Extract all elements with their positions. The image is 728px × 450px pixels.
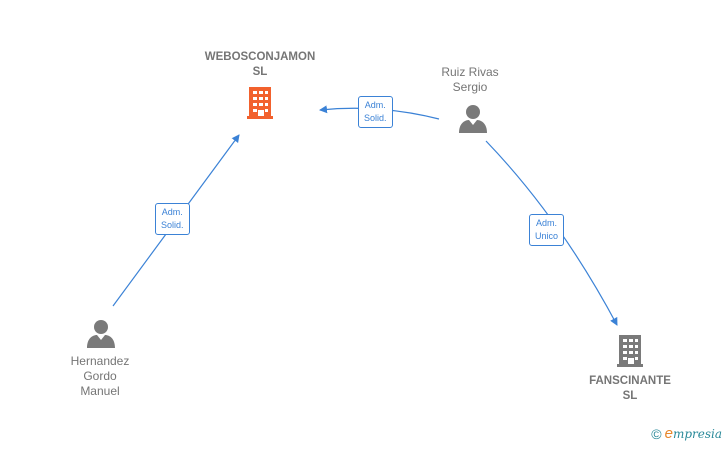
edge-role-hernandez-webosconjamon[interactable]: Adm. Solid. xyxy=(155,203,190,235)
person-icon xyxy=(87,320,115,348)
building-icon xyxy=(247,87,273,119)
person-icon xyxy=(459,105,487,133)
person-name-line: Sergio xyxy=(452,80,488,94)
person-name-line: Ruiz Rivas xyxy=(441,65,499,79)
role-line: Adm. xyxy=(364,100,386,110)
footer-brand: © empresia xyxy=(651,425,722,442)
role-line: Adm. xyxy=(536,218,558,228)
company-label-webosconjamon[interactable]: WEBOSCONJAMON SL xyxy=(198,50,322,80)
copyright-symbol: © xyxy=(651,425,662,442)
person-label-hernandez[interactable]: Hernandez Gordo Manuel xyxy=(50,354,150,399)
role-line: Unico xyxy=(535,231,559,241)
company-name-line: FANSCINANTE xyxy=(589,375,671,387)
role-line: Adm. xyxy=(161,207,183,217)
company-name-line: SL xyxy=(622,390,638,402)
edge-role-ruiz-fanscinante[interactable]: Adm. Unico xyxy=(529,214,565,246)
brand-initial: e xyxy=(664,425,673,442)
person-label-ruiz[interactable]: Ruiz Rivas Sergio xyxy=(420,65,520,95)
role-line: Solid. xyxy=(161,220,184,230)
role-line: Solid. xyxy=(364,113,387,123)
building-icon xyxy=(617,335,643,367)
empresia-logo[interactable]: empresia xyxy=(665,425,722,442)
company-name-line: SL xyxy=(252,66,268,78)
person-name-line: Hernandez xyxy=(70,354,130,368)
company-name-line: WEBOSCONJAMON xyxy=(204,51,316,63)
edge-role-ruiz-webosconjamon[interactable]: Adm. Solid. xyxy=(358,96,393,128)
person-name-line: Gordo xyxy=(83,369,117,383)
brand-rest: mpresia xyxy=(672,427,722,441)
person-name-line: Manuel xyxy=(80,384,120,398)
company-label-fanscinante[interactable]: FANSCINANTE SL xyxy=(578,374,682,404)
